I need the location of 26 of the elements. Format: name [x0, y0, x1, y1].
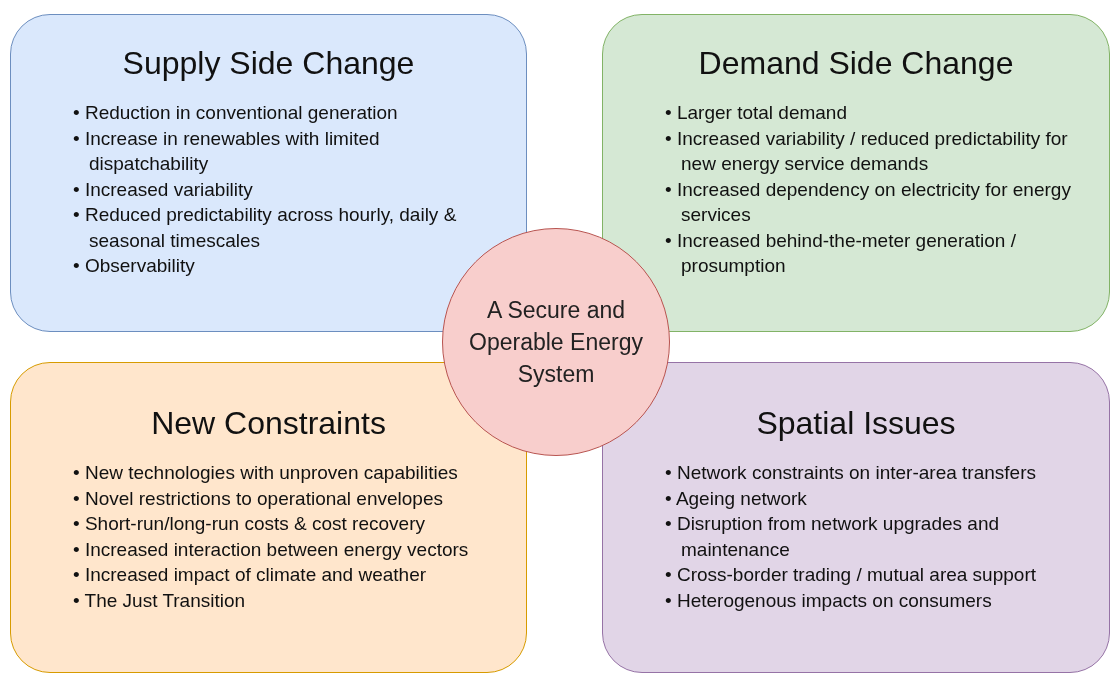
box-heading: Demand Side Change [697, 45, 1015, 82]
bullet-item: • Increased dependency on electricity for energy services [665, 177, 1072, 227]
bullet-item: • Reduced predictability across hourly, daily & seasonal timescales [73, 203, 458, 253]
circle-label: A Secure and Operable Energy System [468, 296, 644, 389]
bullet-item: • Ageing network [665, 486, 808, 511]
bullet-item: • Reduction in conventional generation [73, 101, 399, 125]
bullet-item: • Short-run/long-run costs & cost recovery [73, 512, 426, 536]
bullet-item: • New technologies with unproven capabilities [73, 461, 459, 485]
box-heading: Spatial Issues [755, 405, 957, 442]
bullet-item: • Increased variability [73, 177, 254, 202]
bullet-item: • Increased behind-the-meter generation / prosumption [665, 228, 1017, 278]
bullet-item: • The Just Transition [73, 588, 247, 613]
bullet-item: • Novel restrictions to operational envelopes [73, 486, 444, 511]
bullet-item: • Cross-border trading / mutual area support [665, 563, 1037, 587]
bullet-item: • Disruption from network upgrades and maintenance [665, 512, 1001, 562]
bullet-item: • Heterogenous impacts on consumers [665, 588, 993, 613]
bullet-item: • Network constraints on inter-area transfers [665, 461, 1037, 485]
bullet-item: • Increase in renewables with limited dispatchability [73, 126, 381, 176]
bullet-item: • Increased variability / reduced predictability for new energy service demands [665, 126, 1069, 176]
bullet-item: • Increased interaction between energy vectors [73, 537, 470, 562]
box-heading: New Constraints [150, 405, 387, 442]
bullet-item: • Observability [73, 254, 196, 278]
quadrant-box [602, 362, 1110, 673]
bullet-item: • Increased impact of climate and weather [73, 563, 428, 587]
bullet-item: • Larger total demand [665, 101, 848, 125]
box-heading: Supply Side Change [121, 45, 416, 82]
